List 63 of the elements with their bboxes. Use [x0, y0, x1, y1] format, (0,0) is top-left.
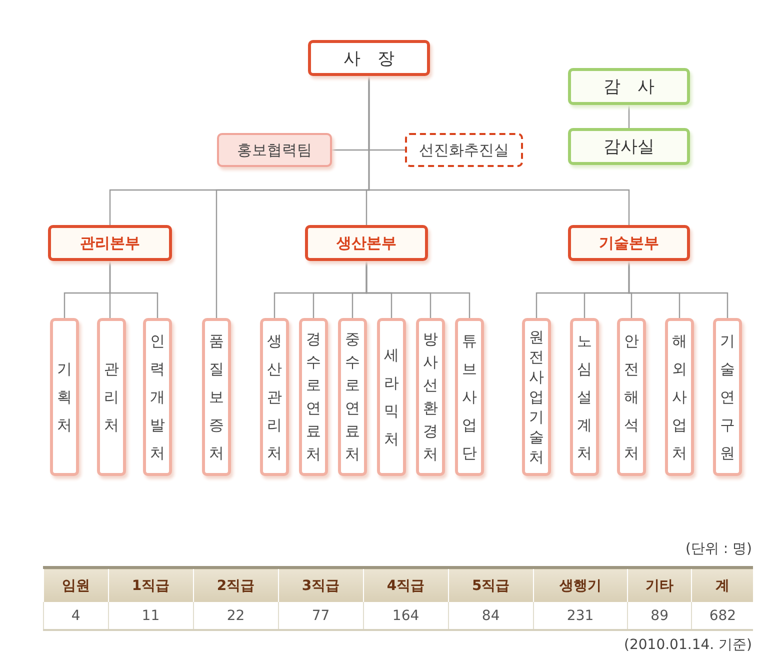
department-name: 안전해석처	[624, 331, 640, 464]
department-box	[299, 318, 328, 476]
header-cell: 2직급	[193, 568, 278, 602]
connector-line	[368, 76, 630, 225]
department-box	[570, 318, 599, 476]
department-name: 노심설계처	[576, 331, 592, 464]
auditor-box: 감 사	[568, 68, 690, 105]
connector-line	[366, 261, 470, 318]
department-name: 튜브사업단	[462, 331, 478, 464]
department-name: 경수로연료처	[306, 329, 322, 465]
office-box: 선진화추진실	[405, 133, 523, 167]
table-cell: 22	[193, 602, 278, 630]
header-cell: 5직급	[448, 568, 534, 602]
department-box	[202, 318, 231, 476]
table-cell: 164	[363, 602, 448, 630]
team-box: 홍보협력팀	[217, 133, 332, 167]
president-box: 사 장	[308, 40, 430, 76]
department-name: 관리처	[104, 359, 120, 436]
table-cell: 77	[278, 602, 364, 630]
header-cell: 4직급	[363, 568, 448, 602]
header-cell: 임원	[44, 568, 108, 602]
department-box	[455, 318, 484, 476]
department-box	[665, 318, 694, 476]
audit-office-box: 감사실	[568, 128, 690, 165]
table-cell: 84	[448, 602, 534, 630]
table-cell: 682	[692, 602, 753, 630]
table-cell: 11	[108, 602, 194, 630]
department-box	[97, 318, 126, 476]
division-box: 관리본부	[48, 225, 172, 261]
department-box	[522, 318, 551, 476]
department-box	[617, 318, 646, 476]
department-name: 세라믹처	[384, 345, 400, 450]
department-name: 인력개발처	[150, 331, 166, 464]
department-name: 중수로연료처	[344, 329, 360, 465]
department-box	[338, 318, 367, 476]
note-text: (단위 : 명)	[685, 540, 752, 558]
connector-line	[628, 105, 630, 128]
department-box	[260, 318, 289, 476]
department-box	[713, 318, 742, 476]
table-cell: 89	[627, 602, 692, 630]
table-cell: 231	[533, 602, 628, 630]
division-box: 생산본부	[305, 225, 428, 261]
department-box	[143, 318, 172, 476]
department-name: 방사선환경처	[422, 329, 438, 465]
header-cell: 기타	[627, 568, 692, 602]
connector-line	[628, 261, 728, 318]
department-name: 품질보증처	[208, 331, 224, 464]
department-name: 해외사업처	[672, 331, 688, 464]
note-text: (2010.01.14. 기준)	[624, 636, 752, 654]
header-cell: 생행기	[533, 568, 628, 602]
department-name: 원전사업기술처	[528, 327, 544, 467]
division-box: 기술본부	[568, 225, 690, 261]
department-name: 기획처	[56, 359, 72, 436]
department-box	[377, 318, 406, 476]
header-cell: 1직급	[108, 568, 194, 602]
department-name: 기술연구원	[720, 331, 736, 464]
department-box	[50, 318, 79, 476]
header-cell: 3직급	[278, 568, 364, 602]
connector-line	[109, 261, 158, 318]
header-cell: 계	[692, 568, 753, 602]
department-name: 생산관리처	[266, 331, 282, 464]
table-cell: 4	[44, 602, 108, 630]
department-box	[416, 318, 445, 476]
